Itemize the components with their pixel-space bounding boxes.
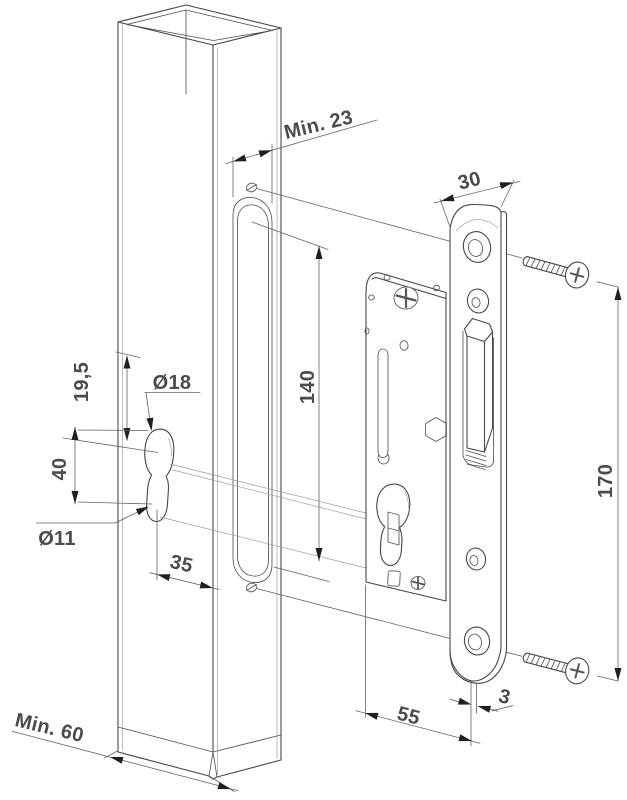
dimension-55: 55 xyxy=(355,584,481,747)
dimension-140: 140 xyxy=(251,221,330,582)
post-silhouette xyxy=(117,4,282,780)
faceplate-slot-cutout xyxy=(232,182,273,593)
phillips-cross-icon xyxy=(569,267,585,283)
arrow xyxy=(110,757,124,764)
dim-label-30: 30 xyxy=(456,168,484,195)
dimension-d11: Ø11 xyxy=(35,506,149,550)
faceplate-silhouette xyxy=(449,203,508,684)
square-hole xyxy=(387,570,401,587)
phillips-screw-icon xyxy=(393,286,419,310)
dim-label-170: 170 xyxy=(595,464,617,498)
arrow xyxy=(123,428,131,441)
dim-label-40: 40 xyxy=(49,458,71,481)
arrow xyxy=(146,417,154,431)
slot-outline xyxy=(232,197,273,583)
insert-lock-body xyxy=(364,272,447,602)
arrow xyxy=(614,668,622,681)
arrow xyxy=(233,154,247,162)
arrow xyxy=(365,712,379,720)
dim-label-35: 35 xyxy=(168,551,195,578)
dimension-40: 40 xyxy=(49,426,153,505)
spring-slot xyxy=(377,348,389,458)
dim-label-min-23: Min. 23 xyxy=(282,106,355,144)
arrow xyxy=(315,246,323,259)
arrow xyxy=(499,182,513,190)
dim-label-3: 3 xyxy=(496,685,512,709)
dimension-19-5: 19,5 xyxy=(71,351,141,441)
mounting-screw-top xyxy=(522,256,590,289)
arrow xyxy=(458,734,472,742)
arrow xyxy=(477,705,491,713)
dim-label-d18: Ø18 xyxy=(153,372,192,394)
arrow xyxy=(315,548,323,561)
square-post-profile xyxy=(62,4,282,780)
arrow xyxy=(71,427,79,440)
dim-label-19-5: 19,5 xyxy=(71,362,93,402)
arrow xyxy=(123,355,131,369)
dimension-30: 30 xyxy=(433,168,521,228)
latch-bolt xyxy=(462,317,494,470)
phillips-screw-icon xyxy=(410,576,426,590)
keyhole-outline xyxy=(144,428,175,523)
dim-label-55: 55 xyxy=(395,703,423,730)
arrow xyxy=(199,581,213,589)
dim-label-d11: Ø11 xyxy=(38,528,76,550)
arrow xyxy=(614,287,622,300)
arrow xyxy=(458,697,472,705)
cylinder-hole xyxy=(376,483,411,566)
dimension-35: 35 xyxy=(149,509,220,590)
dimension-3: 3 xyxy=(449,683,514,714)
arrow xyxy=(71,491,79,504)
slot-inner-edge xyxy=(237,204,269,577)
pilot-hole-bottom xyxy=(246,582,257,593)
cylinder-keyhole-cutout xyxy=(62,428,175,523)
dimension-170: 170 xyxy=(595,286,622,682)
pilot-hole-top xyxy=(246,182,257,193)
faceplate xyxy=(449,203,508,684)
arrow xyxy=(157,574,171,581)
hexagon-hole xyxy=(425,417,447,442)
dimensions: Min. 23 30 19,5 Ø18 xyxy=(11,106,622,792)
mounting-screw-bottom xyxy=(522,652,590,685)
arrow xyxy=(135,506,149,516)
arrow xyxy=(217,782,231,790)
dimension-d18: Ø18 xyxy=(144,372,201,431)
dim-label-140: 140 xyxy=(297,370,319,404)
arrow xyxy=(441,194,455,202)
phillips-cross-icon xyxy=(569,663,585,679)
arrow xyxy=(258,150,272,158)
